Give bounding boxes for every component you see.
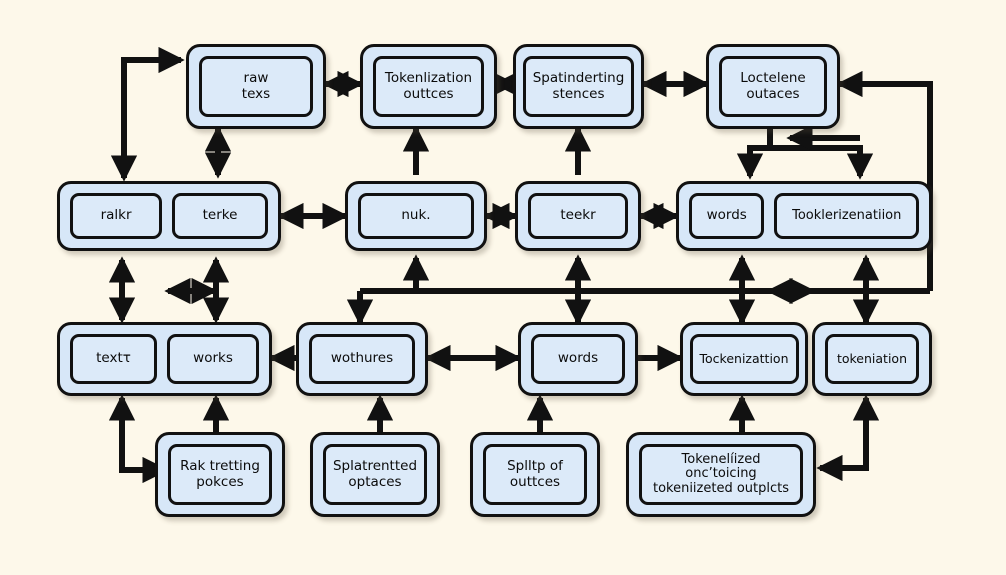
node-tokenlization-outtces[interactable]: Tokenlization outtces [360,44,497,129]
node-label: Tokenelíized onc’toicing tokeniizeted ou… [639,444,803,505]
node-ralkr-terke[interactable]: ralkr terke [57,181,281,251]
node-raw-text[interactable]: raw texs [186,44,326,129]
node-tokeniation[interactable]: tokeniation [812,322,932,396]
edge-right-feedback-to-n4 [836,70,933,186]
node-label: works [167,334,260,384]
node-splltp-of-outtces[interactable]: Splltp of outtces [470,432,600,517]
node-label: teekr [528,193,628,239]
node-words[interactable]: words [518,322,638,396]
node-label: words [689,193,765,239]
node-tokenelized-outputs[interactable]: Tokenelíized onc’toicing tokeniizeted ou… [626,432,816,517]
node-label: words [531,334,625,384]
node-label: raw texs [199,56,313,117]
node-label: ralkr [70,193,163,239]
node-splatrentted-optaces[interactable]: Splatrentted optaces [310,432,440,517]
node-text-works[interactable]: textτ works [57,322,272,396]
edge-n14-feedback [119,432,169,484]
node-label: Splltp of outtces [483,444,587,505]
node-label: wothures [309,334,415,384]
node-label: Tokenlization outtces [373,56,484,117]
node-label: Splatrentted optaces [322,444,428,505]
edge-n4-fork-left [736,129,773,180]
node-label: nuk. [358,193,474,239]
node-label: terke [172,193,268,239]
node-nuk[interactable]: nuk. [345,181,487,251]
edge-n17-loop [816,432,869,482]
node-tockenizattion[interactable]: Tockenizattion [680,322,808,396]
node-label: tokeniation [825,334,919,384]
node-wothures[interactable]: wothures [296,322,428,396]
node-label: Rak tretting pokces [168,444,272,505]
node-label: textτ [70,334,158,384]
node-label: Tooklerizenatiion [774,193,919,239]
node-teekr[interactable]: teekr [515,181,641,251]
node-rak-tretting-pokces[interactable]: Rak tretting pokces [155,432,285,517]
node-spatinderting-stences[interactable]: Spatinderting stences [513,44,644,129]
node-label: Tockenizattion [689,334,799,384]
node-loctelene-outaces[interactable]: Loctelene outaces [706,44,840,129]
node-words-tooklerizenatiion[interactable]: words Tooklerizenatiion [676,181,932,251]
node-label: Spatinderting stences [522,56,635,117]
node-label: Loctelene outaces [719,56,827,117]
